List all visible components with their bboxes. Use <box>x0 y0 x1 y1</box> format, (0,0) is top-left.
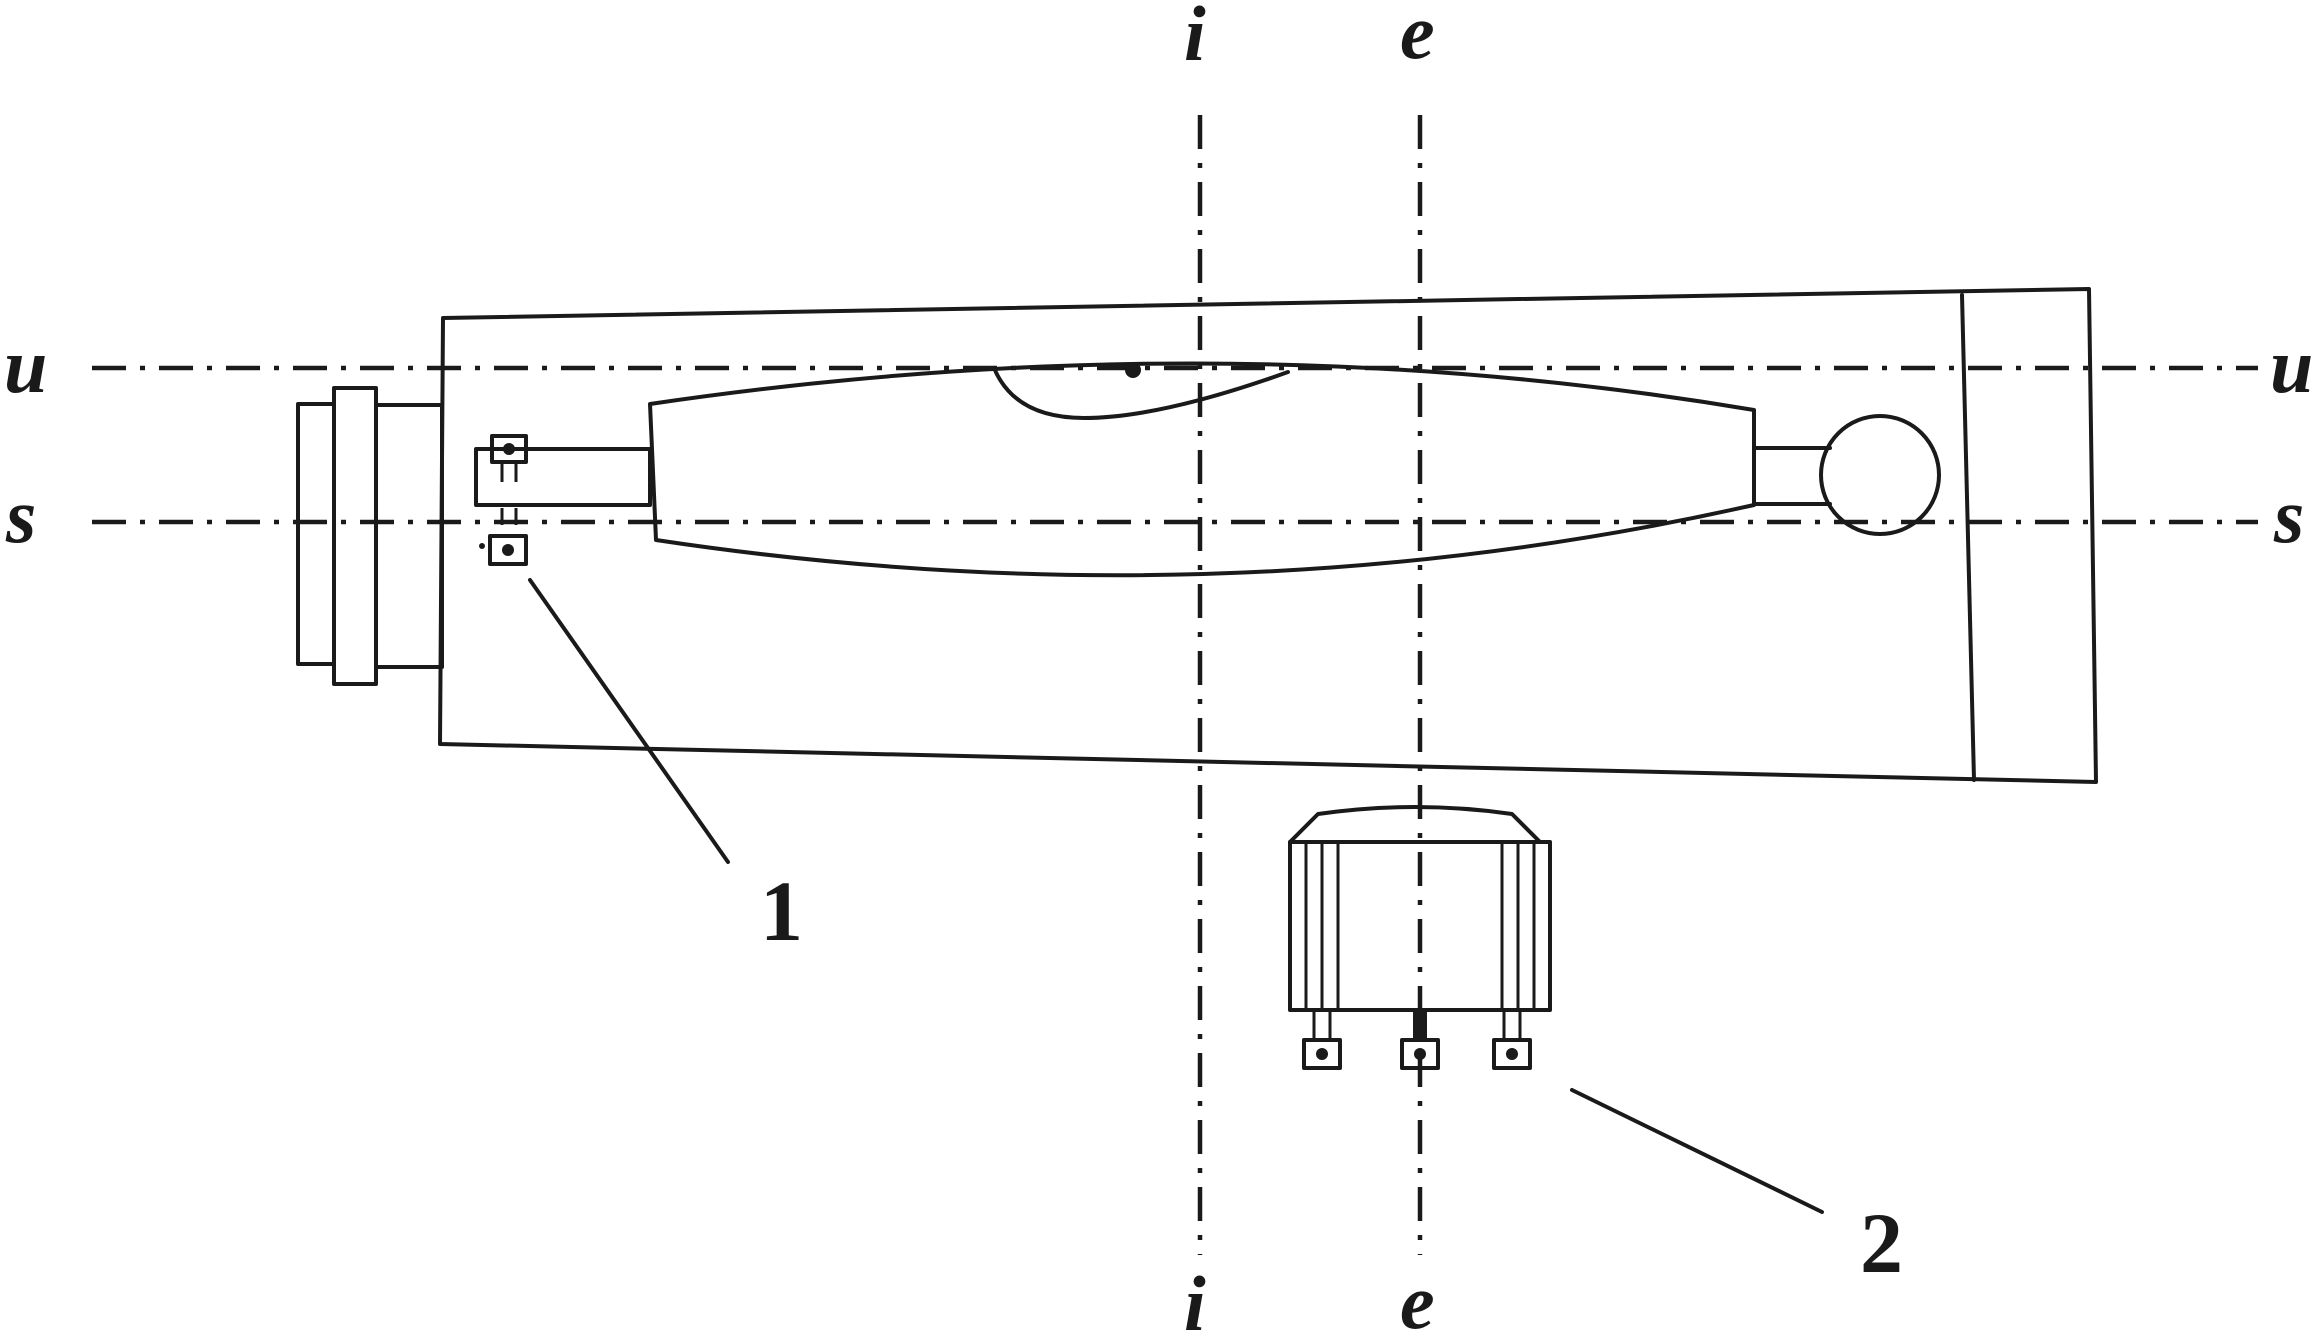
leader-line-1 <box>528 578 730 864</box>
axis-label-s-right: s <box>2273 472 2304 559</box>
leader-line-2 <box>1570 1088 1824 1214</box>
right-shaft <box>1752 414 1941 536</box>
indicator-left <box>1302 1010 1342 1070</box>
callout-1: 1 <box>760 863 803 959</box>
axis-label-u-right: u <box>2270 322 2313 409</box>
end-bearing <box>1819 414 1941 536</box>
reference-axes <box>92 115 2258 1255</box>
axis-label-i-bottom: i <box>1184 1260 1206 1339</box>
axis-label-u-left: u <box>4 322 47 409</box>
indicator-bracket-2 <box>1288 805 1552 1070</box>
axis-label-e-bottom: e <box>1400 1258 1435 1339</box>
axis-label-i-top: i <box>1184 0 1206 77</box>
axis-label-e-top: e <box>1400 0 1435 75</box>
axis-label-s-left: s <box>5 472 36 559</box>
callout-2: 2 <box>1860 1195 1903 1291</box>
indicator-set-1 <box>479 434 528 566</box>
left-flange <box>296 386 444 686</box>
indicator-right <box>1492 1010 1532 1070</box>
left-shaft <box>474 447 652 507</box>
